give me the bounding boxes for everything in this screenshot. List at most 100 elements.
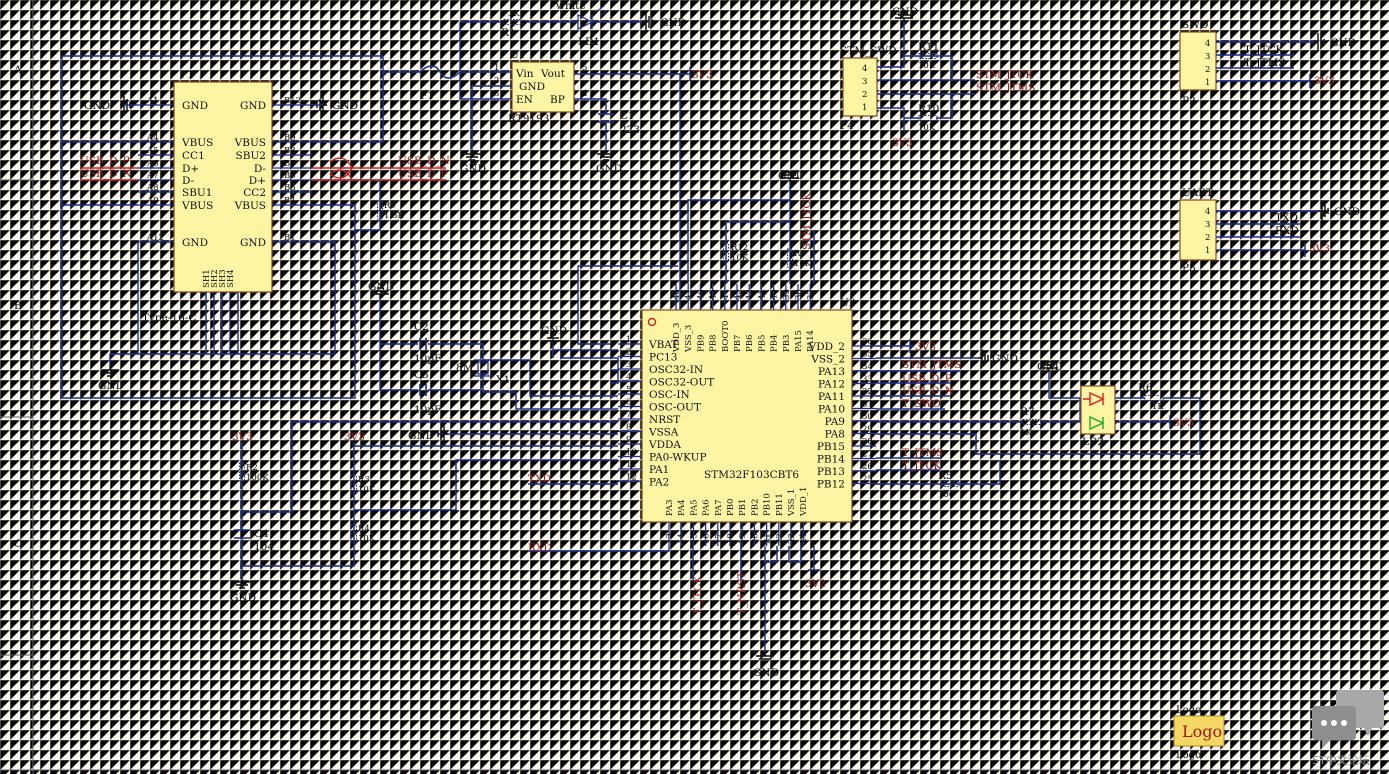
stm-jtms-label: STM_JTMS bbox=[976, 82, 1035, 94]
gnd-label-p1-b12: GND bbox=[332, 100, 358, 112]
gnd-label-p2: GND bbox=[1330, 37, 1356, 49]
p1-pin-B9-number: B9 bbox=[284, 133, 296, 143]
p1-pin-B9-name: VBUS bbox=[234, 137, 266, 149]
u1-pin1-num: 1 bbox=[494, 63, 499, 73]
x1-value: 8M bbox=[456, 362, 474, 374]
v33-label-r3: 3V3 bbox=[344, 431, 365, 443]
u2-pin-10-number: 10 bbox=[626, 448, 637, 458]
p1-pin-B1-name: GND bbox=[240, 237, 266, 249]
p1-pin-A6-name: D+ bbox=[182, 163, 199, 175]
p1-pin-B12-name: GND bbox=[240, 100, 266, 112]
p1-pin-B5-number: B5 bbox=[284, 183, 296, 193]
p2-ref: P2 bbox=[1182, 95, 1196, 107]
r9-ref: R9 bbox=[384, 201, 396, 211]
p1-pin-A9-name: VBUS bbox=[181, 200, 213, 212]
v33-label-p4: 3V3 bbox=[892, 137, 913, 149]
regulator-u1[interactable] bbox=[511, 61, 575, 113]
p1-shield-SH4: SH4 bbox=[226, 269, 236, 288]
pin1-marker bbox=[647, 317, 657, 327]
p1-pin-A7-name: D- bbox=[182, 175, 195, 187]
u1-part: RT9193 bbox=[508, 113, 549, 125]
u1-pin2-num: 2 bbox=[494, 76, 499, 86]
r2-ref: R2 bbox=[246, 463, 258, 473]
u2-pin-24-name: VDD_1 bbox=[799, 487, 809, 517]
forum-watermark: ST中文论坛 bbox=[1312, 690, 1384, 767]
logo-bottom-label: Logo bbox=[1176, 750, 1201, 761]
u1-pin-gnd: GND bbox=[519, 81, 545, 93]
v33-label-p2: 3V3 bbox=[1314, 75, 1335, 87]
u2-pin-19-number: 19 bbox=[738, 533, 748, 544]
stm-jtms-u2: STM_JTMS bbox=[902, 359, 961, 371]
u2-pin-42-name: PB6 bbox=[745, 335, 755, 352]
u2-pin-32-name: PA11 bbox=[818, 391, 845, 403]
p3-txd: TXD bbox=[1275, 212, 1298, 224]
u2-pin-44-number: 44 bbox=[721, 289, 731, 300]
r11-value: 10K bbox=[918, 61, 936, 71]
u2-pin-31-number: 31 bbox=[862, 400, 873, 410]
p1-pin-B4-name: VBUS bbox=[234, 200, 266, 212]
u2-pin-17-number: 17 bbox=[714, 533, 724, 544]
r5-ref: R5 bbox=[938, 470, 953, 482]
u2-pin-27-name: PB14 bbox=[817, 454, 845, 466]
power-input-section: F1 3K R1 white LD1 GND U1 Vin Vout GND E… bbox=[419, 0, 713, 345]
u2-pin-8-number: 8 bbox=[626, 423, 631, 433]
u2-pin-46-number: 46 bbox=[696, 289, 706, 300]
p3-pin-1: 1 bbox=[1205, 246, 1210, 256]
gnd-label-p3: GND bbox=[1334, 206, 1360, 218]
p3-pin-4: 4 bbox=[1205, 207, 1210, 217]
r8-ref: R8 bbox=[794, 249, 806, 259]
u2-pin-7-name: NRST bbox=[649, 414, 680, 426]
fuse-f1-symbol bbox=[419, 65, 461, 79]
u2-pin-6-number: 6 bbox=[626, 398, 631, 408]
gnd-label-vssa: GND bbox=[408, 430, 434, 442]
u2-pin-39-name: PB3 bbox=[782, 335, 792, 352]
u2-pin-37-name: PA14 bbox=[806, 330, 816, 352]
u1-ref: U1 bbox=[510, 49, 526, 61]
u2-pin-28-number: 28 bbox=[862, 437, 873, 447]
u2-pin-7-number: 7 bbox=[626, 410, 631, 420]
p2-body[interactable] bbox=[1179, 31, 1217, 91]
p3-pin-2: 2 bbox=[1205, 233, 1210, 243]
p1-pin-B8-number: B8 bbox=[284, 146, 296, 156]
crystal-x1[interactable] bbox=[477, 361, 489, 375]
p1-pin-A12-number: A12 bbox=[146, 233, 164, 243]
capacitor-c4-symbol bbox=[234, 529, 250, 539]
u2-pin-42-number: 42 bbox=[745, 289, 755, 300]
r2-value: 100K bbox=[246, 473, 269, 483]
p4-body[interactable] bbox=[842, 57, 878, 117]
u2-pin-20-number: 20 bbox=[750, 533, 760, 544]
u2-pin-19-name: PB1 bbox=[738, 499, 748, 516]
r3-ref: R3 bbox=[358, 475, 370, 485]
p4-ref: P4 bbox=[840, 120, 854, 132]
u2-pin-4-number: 4 bbox=[626, 373, 631, 383]
u2-pin-4-name: OSC32-OUT bbox=[649, 377, 714, 389]
u2-pin-18-number: 18 bbox=[726, 533, 736, 544]
u2-pin-6-name: OSC-OUT bbox=[649, 402, 701, 414]
u2-pin-10-name: PA0-WKUP bbox=[649, 452, 707, 464]
p2-pin-1: 1 bbox=[1205, 78, 1210, 88]
gnd-label-p1-a1: GND bbox=[84, 100, 110, 112]
u2-pin-28-name: PB15 bbox=[817, 441, 845, 453]
gnd-label-u1: GND bbox=[460, 163, 486, 175]
p1-part: Type-16-C bbox=[142, 312, 196, 324]
p1-pin-A12-name: GND bbox=[182, 237, 208, 249]
p2-pin-2: 2 bbox=[1205, 65, 1210, 75]
u2-pin-35-number: 35 bbox=[862, 350, 873, 360]
p1-shield-SH3: SH3 bbox=[218, 269, 228, 288]
p3-body[interactable] bbox=[1179, 199, 1217, 261]
u2-pin-8-name: VSSA bbox=[648, 427, 679, 439]
led-ld2[interactable] bbox=[1080, 385, 1116, 435]
r3-value: 10K bbox=[358, 485, 376, 495]
p2-pin-4: 4 bbox=[1205, 39, 1210, 49]
r11-ref: R11 bbox=[918, 41, 939, 53]
gnd-label-pin35: GND bbox=[992, 353, 1018, 365]
r1-value: 3K bbox=[508, 9, 520, 19]
u1-pin-vout: Vout bbox=[540, 68, 566, 80]
gnd-label-ld2: GND bbox=[1037, 361, 1063, 373]
u2-pin-26-name: PB13 bbox=[817, 466, 845, 478]
usb-dn-right-label: USB_D_N bbox=[398, 155, 450, 167]
u2-part: STM32F103CBT6 bbox=[704, 469, 799, 481]
